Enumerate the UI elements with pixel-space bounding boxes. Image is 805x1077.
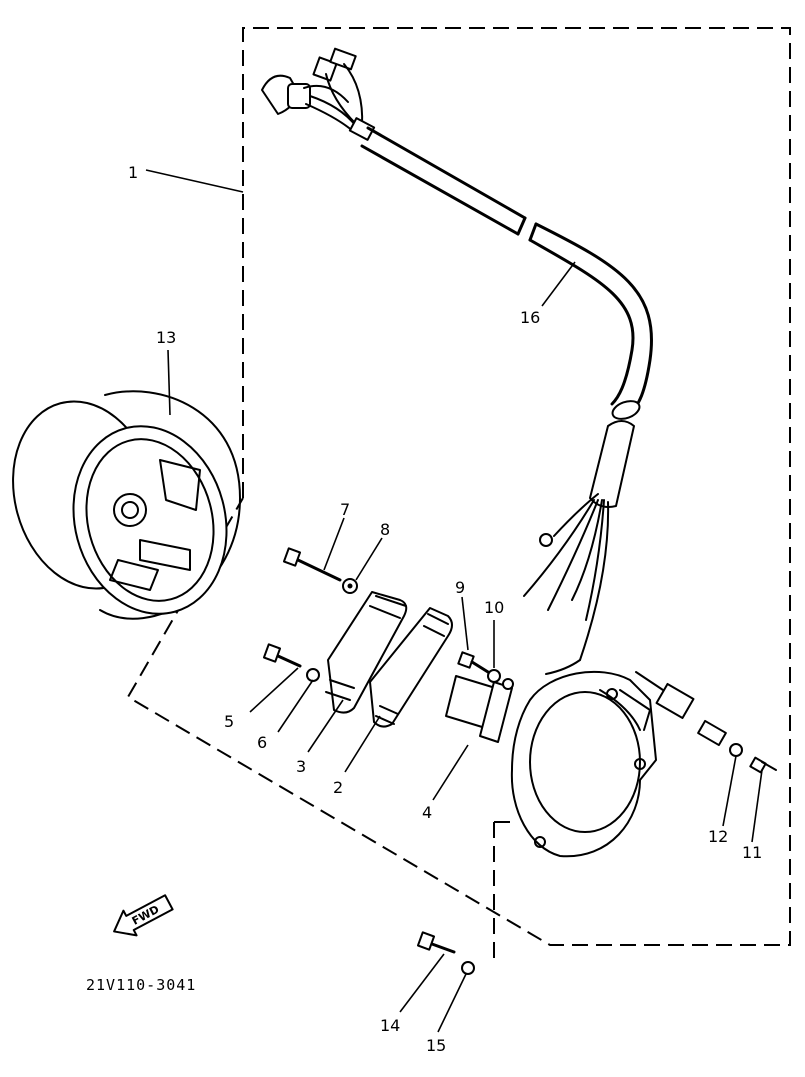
washer-10 — [487, 620, 514, 690]
fwd-arrow-icon: FWD — [113, 894, 174, 937]
coil-2 — [344, 607, 453, 773]
callout-15: 15 — [426, 1036, 446, 1055]
leader-1 — [145, 169, 244, 193]
pickup-plate — [432, 675, 513, 801]
screw-5 — [249, 643, 302, 713]
part-code: 21V110-3041 — [86, 976, 196, 994]
callout-14: 14 — [380, 1016, 400, 1035]
flywheel-rotor — [12, 349, 241, 620]
wire-harness — [261, 47, 653, 675]
stator-base — [510, 670, 657, 858]
callout-2: 2 — [333, 778, 343, 797]
screw-11 — [749, 756, 777, 843]
callout-6: 6 — [257, 733, 267, 752]
callout-1: 1 — [128, 163, 138, 182]
callout-16: 16 — [520, 308, 540, 327]
callout-10: 10 — [484, 598, 504, 617]
washer-6 — [277, 668, 320, 733]
screw-7 — [282, 517, 345, 582]
washer-8 — [342, 537, 383, 594]
callout-13: 13 — [156, 328, 176, 347]
coil-3 — [307, 591, 408, 753]
callout-11: 11 — [742, 843, 762, 862]
screw-14 — [399, 931, 456, 1013]
callout-4: 4 — [422, 803, 432, 822]
callout-3: 3 — [296, 757, 306, 776]
callout-12: 12 — [708, 827, 728, 846]
assembly-boundary — [126, 27, 791, 966]
callout-7: 7 — [340, 500, 350, 519]
washer-15 — [437, 961, 475, 1033]
callout-8: 8 — [380, 520, 390, 539]
callout-9: 9 — [455, 578, 465, 597]
screw-9 — [457, 596, 490, 674]
callout-5: 5 — [224, 712, 234, 731]
pickup-coil — [635, 671, 743, 827]
